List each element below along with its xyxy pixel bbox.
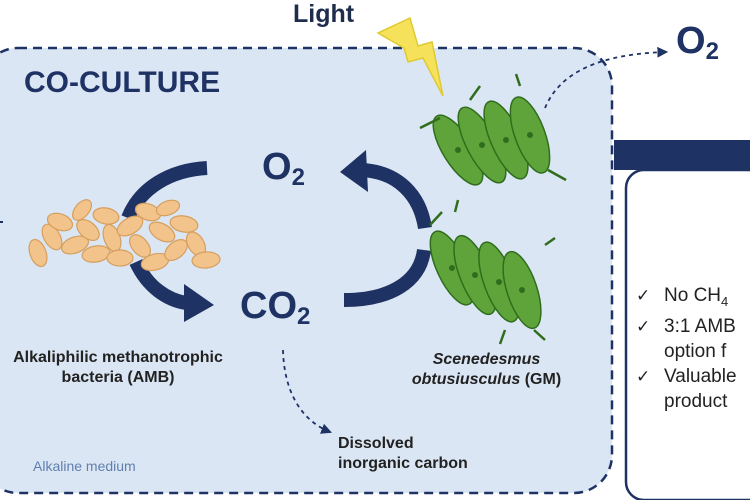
o2-released-label: O2	[676, 20, 719, 65]
bacterium	[134, 202, 162, 222]
o2-release-arrow	[544, 46, 669, 109]
amb-cycle-arc-top	[121, 161, 208, 221]
bacterium	[191, 251, 221, 269]
bacterium	[28, 238, 48, 268]
amb-cycle-arrowhead	[184, 284, 214, 322]
alkaline-medium-label: Alkaline medium	[33, 458, 136, 474]
gm-cycle-arc-top	[361, 163, 432, 230]
check-icon: ✓	[636, 366, 651, 386]
advantages-list: ✓ No CH4 ✓ 3:1 AMB option f ✓ Valuable p…	[636, 283, 737, 414]
algae-colony-bottom	[429, 199, 556, 345]
dic-label: Dissolved inorganic carbon	[338, 435, 468, 472]
bacterium	[148, 221, 176, 243]
check-icon: ✓	[636, 286, 651, 305]
amb-label: Alkaliphilic methanotrophic bacteria (AM…	[13, 349, 223, 386]
check-icon: ✓	[636, 316, 651, 336]
bacterium	[116, 215, 144, 237]
amb-cycle-arc-bottom	[129, 258, 188, 310]
bacterium	[72, 199, 92, 221]
bacterium	[106, 249, 134, 267]
advantage-item: ✓ No CH4	[636, 285, 729, 309]
bacterium	[155, 199, 181, 217]
bacteria-cluster	[28, 199, 221, 272]
bacterium	[60, 235, 90, 255]
connector-bar	[614, 140, 750, 170]
gm-label: Scenedesmus obtusiusculus (GM)	[411, 351, 562, 388]
coculture-title: CO-CULTURE	[24, 66, 221, 99]
bacterium	[41, 223, 63, 251]
bacterium	[169, 215, 199, 233]
algae-colony-top	[419, 73, 567, 186]
bacterium	[46, 212, 74, 232]
bacterium	[81, 245, 111, 263]
advantage-item: ✓ Valuable product	[636, 365, 737, 412]
o2-exchange-label: O2	[262, 146, 305, 191]
gm-cycle-arc-bottom	[343, 248, 431, 307]
advantage-item: ✓ 3:1 AMB option f	[636, 315, 736, 362]
co2-exchange-label: CO2	[240, 285, 311, 330]
bacterium	[92, 207, 120, 225]
dic-arrow	[282, 349, 333, 434]
gm-cycle-arrowhead	[340, 150, 368, 192]
output-panel	[624, 168, 750, 500]
light-label: Light	[293, 0, 355, 28]
bacterium	[164, 239, 188, 261]
lightning-bolt-icon	[376, 16, 444, 97]
bacterium	[76, 219, 100, 241]
